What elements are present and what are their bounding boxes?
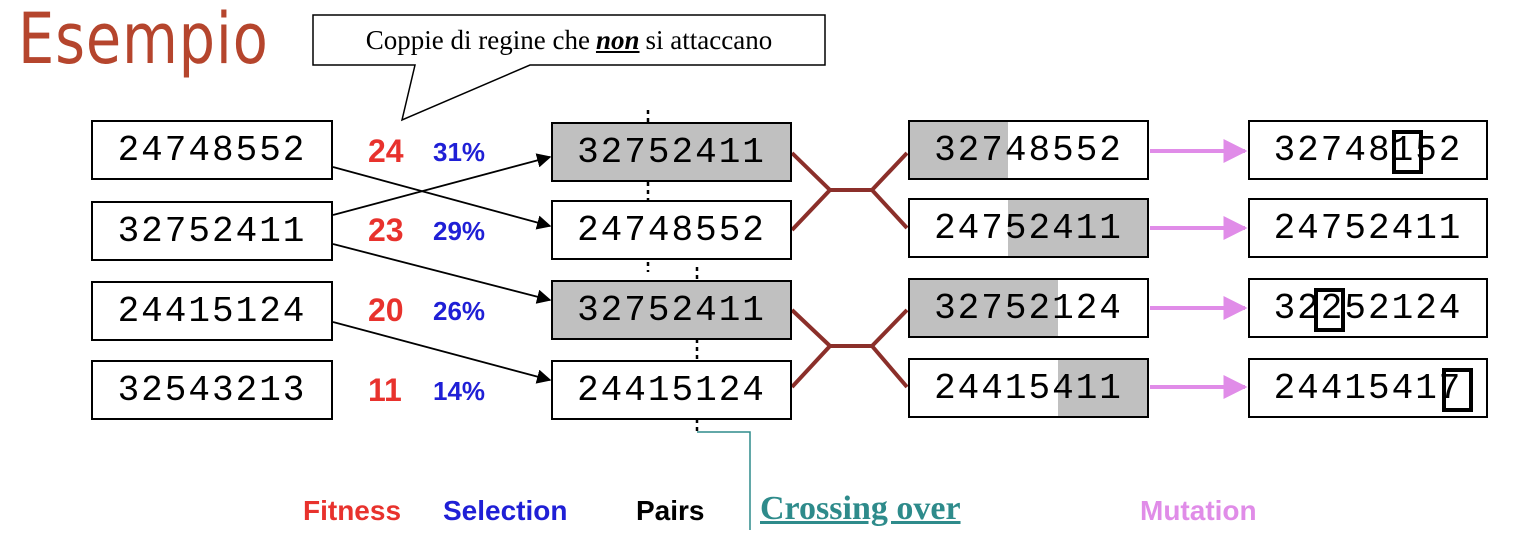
population-box: 32543213 — [91, 360, 333, 420]
mutation-box: 24752411 — [1248, 198, 1488, 258]
genome-text: 32252124 — [1273, 287, 1463, 329]
selection-value: 31% — [433, 137, 486, 167]
population-box: 32752411 — [91, 201, 333, 261]
callout-text: Coppie di regine che non si attaccano — [313, 15, 825, 65]
genome-text: 24415124 — [577, 369, 766, 411]
mutated-gene-marker — [1392, 130, 1423, 174]
genome-text: 24752411 — [1273, 207, 1463, 249]
callout-after: si attaccano — [645, 24, 773, 55]
selection-value: 26% — [433, 296, 486, 326]
inherited-segment-shade — [1008, 200, 1147, 256]
inherited-segment-shade — [1058, 360, 1147, 416]
mutated-gene-marker — [1314, 288, 1345, 332]
fitness-value: 23 — [368, 212, 404, 248]
population-box: 24748552 — [91, 120, 333, 180]
legend-selection: Selection — [443, 495, 568, 526]
genome-text: 32752411 — [577, 289, 766, 331]
genome-text: 32752411 — [117, 210, 307, 252]
pair-box: 32752411 — [551, 280, 792, 340]
genome-text: 24748552 — [117, 129, 307, 171]
genome-text: 24415411 — [934, 367, 1123, 409]
legend-crossing-over: Crossing over — [760, 490, 961, 527]
callout-before: Coppie di regine che — [365, 24, 590, 55]
crossover-box: 24752411 — [908, 198, 1149, 258]
fitness-value: 20 — [368, 292, 404, 328]
genome-text: 32748152 — [1273, 129, 1463, 171]
genome-text: 24748552 — [577, 209, 766, 251]
mutated-gene-marker — [1442, 368, 1473, 412]
genome-text: 24752411 — [934, 207, 1123, 249]
genome-text: 24415417 — [1273, 367, 1463, 409]
legend-fitness: Fitness — [303, 495, 402, 526]
legend-mutation: Mutation — [1140, 495, 1257, 526]
mutation-box: 32252124 — [1248, 278, 1488, 338]
selection-arrow — [332, 243, 552, 304]
page-title: Esempio — [18, 0, 269, 80]
selection-value: 14% — [433, 376, 486, 406]
callout-bubble — [312, 14, 826, 122]
legend-pairs: Pairs — [636, 495, 705, 526]
mutation-box: 32748152 — [1248, 120, 1488, 180]
selection-value: 29% — [433, 216, 486, 246]
genome-text: 32748552 — [934, 129, 1123, 171]
selection-arrow — [332, 166, 552, 230]
pair-box: 32752411 — [551, 122, 792, 182]
callout-emphasis: non — [595, 24, 640, 55]
genome-text: 32752411 — [577, 131, 766, 173]
fitness-value: 11 — [368, 372, 402, 408]
genome-text: 32543213 — [117, 369, 307, 411]
crossing-over-leader — [697, 431, 751, 530]
fitness-value: 24 — [368, 133, 404, 169]
genome-text: 32752124 — [934, 287, 1123, 329]
genome-text: 24415124 — [117, 290, 307, 332]
crossover-box: 32748552 — [908, 120, 1149, 180]
inherited-segment-shade — [910, 280, 1058, 336]
pair-box: 24748552 — [551, 200, 792, 260]
crossover-box: 32752124 — [908, 278, 1149, 338]
pair-connector — [790, 151, 909, 232]
pair-connector — [790, 308, 909, 389]
crossover-box: 24415411 — [908, 358, 1149, 418]
mutation-box: 24415417 — [1248, 358, 1488, 418]
population-box: 24415124 — [91, 281, 333, 341]
inherited-segment-shade — [910, 122, 1008, 178]
pair-box: 24415124 — [551, 360, 792, 420]
selection-arrow — [332, 153, 552, 216]
selection-arrow — [332, 321, 552, 384]
